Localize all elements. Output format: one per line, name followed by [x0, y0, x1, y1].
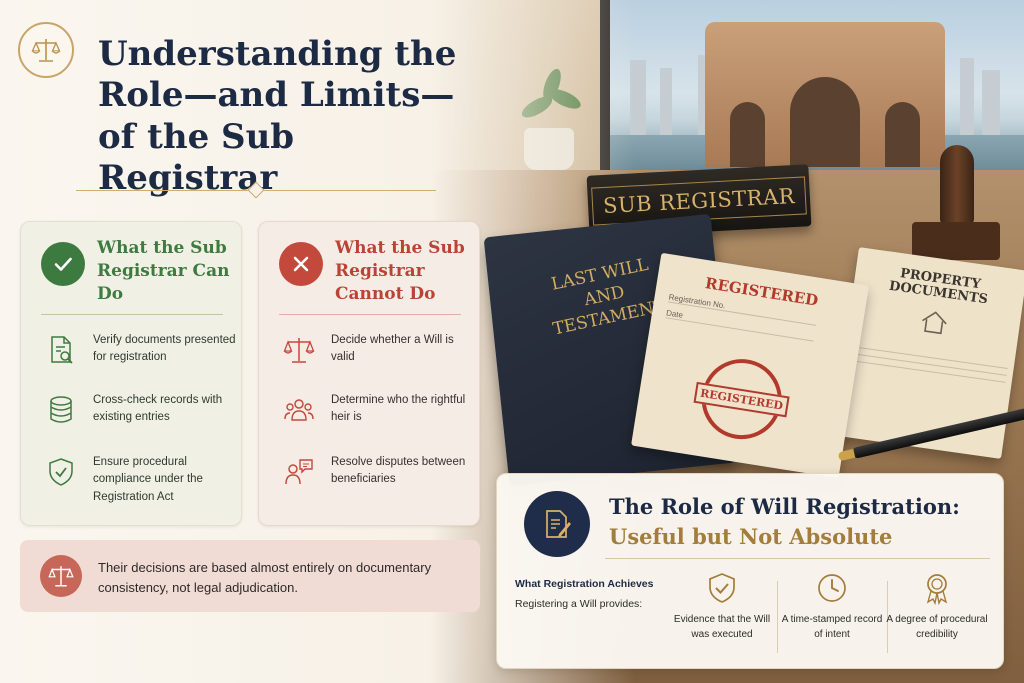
- list-item: Resolve disputes between beneficiaries: [279, 452, 474, 502]
- database-icon: [50, 396, 72, 423]
- cannot-do-title: What the Sub Registrar Cannot Do: [335, 238, 465, 304]
- item-text: Determine who the rightful heir is: [331, 394, 466, 424]
- document-signature-icon: [524, 491, 590, 557]
- list-item: Decide whether a Will is valid: [279, 330, 474, 380]
- house-icon: [922, 310, 947, 334]
- scales-icon: [283, 338, 315, 363]
- will-registration-panel: The Role of Will Registration: Useful bu…: [496, 473, 1004, 669]
- property-documents: PROPERTY DOCUMENTS: [832, 247, 1024, 459]
- item-text: Decide whether a Will is valid: [331, 334, 454, 364]
- achieves-heading: What Registration Achieves: [515, 578, 654, 590]
- dispute-chat-icon: [285, 459, 313, 485]
- scales-logo-icon: [18, 22, 74, 78]
- role-subtitle: Useful but Not Absolute: [609, 524, 893, 549]
- book-title: LAST WILL AND TESTAMENT: [549, 254, 667, 340]
- benefit-text: A degree of procedural credibility: [886, 614, 988, 640]
- provides-text: Registering a Will provides:: [515, 598, 643, 610]
- shield-check-icon: [49, 458, 73, 486]
- shield-check-icon: [709, 573, 735, 603]
- cannot-do-card: What the Sub Registrar Cannot Do Decide …: [258, 221, 480, 526]
- title-divider: [76, 181, 436, 199]
- item-text: Verify documents presented for registrat…: [93, 334, 236, 364]
- can-do-title: What the Sub Registrar Can Do: [97, 238, 230, 304]
- registered-seal-icon: REGISTERED: [693, 353, 790, 445]
- list-item: Determine who the rightful heir is: [279, 390, 474, 440]
- document-search-icon: [51, 336, 73, 364]
- role-title: The Role of Will Registration:: [609, 494, 960, 519]
- list-item: Ensure procedural compliance under the R…: [41, 452, 236, 503]
- registered-document: REGISTERED Registration No. Date REGISTE…: [631, 252, 869, 479]
- people-group-icon: [284, 399, 314, 421]
- cross-icon: [279, 242, 323, 286]
- property-doc-heading: PROPERTY DOCUMENTS: [888, 266, 989, 308]
- list-item: Verify documents presented for registrat…: [41, 330, 236, 380]
- adjudication-note: Their decisions are based almost entirel…: [20, 540, 480, 612]
- list-item: Cross-check records with existing entrie…: [41, 390, 236, 440]
- item-text: Cross-check records with existing entrie…: [93, 394, 223, 424]
- clock-icon: [818, 574, 846, 602]
- benefit-text: A time-stamped record of intent: [781, 614, 883, 640]
- benefit-item: Evidence that the Will was executed: [667, 571, 777, 663]
- award-medal-icon: [926, 574, 948, 605]
- benefit-item: A time-stamped record of intent: [777, 571, 887, 663]
- scales-icon: [40, 555, 82, 597]
- seal-text: REGISTERED: [693, 381, 790, 417]
- page-title: Understanding the Role—and Limits—of the…: [98, 34, 457, 199]
- item-text: Resolve disputes between beneficiaries: [331, 456, 466, 486]
- benefit-item: A degree of procedural credibility: [882, 571, 992, 663]
- note-text: Their decisions are based almost entirel…: [98, 560, 432, 595]
- can-do-card: What the Sub Registrar Can Do Verify doc…: [20, 221, 242, 526]
- benefit-text: Evidence that the Will was executed: [673, 614, 771, 640]
- checkmark-icon: [41, 242, 85, 286]
- item-text: Ensure procedural compliance under the R…: [93, 456, 203, 503]
